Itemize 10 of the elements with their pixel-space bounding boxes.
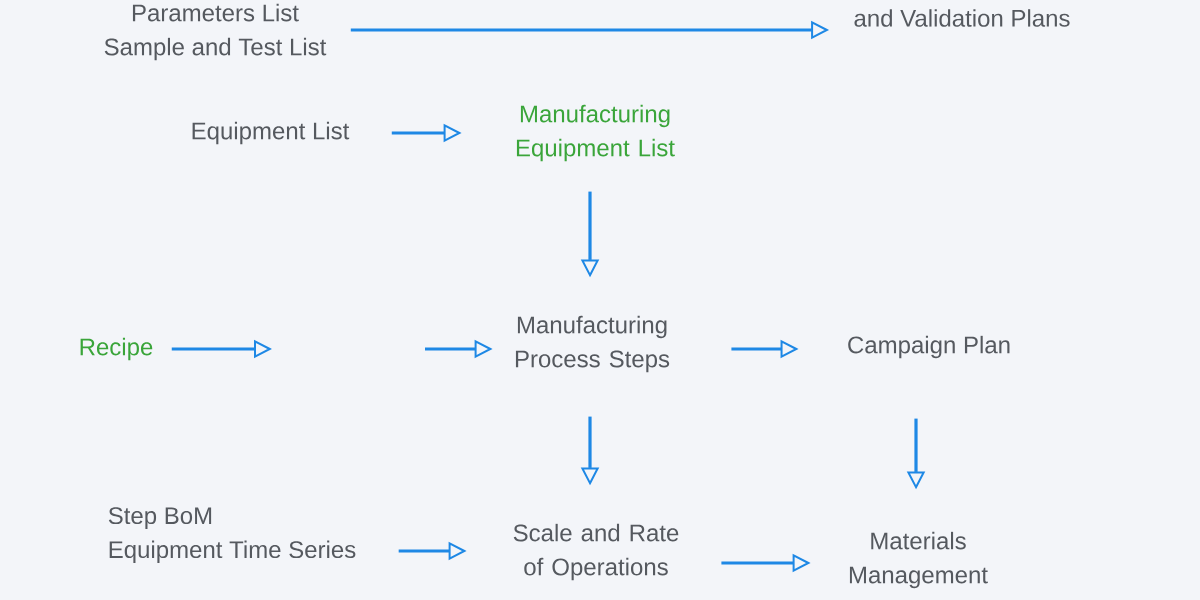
flow-text: Campaign Plan bbox=[848, 335, 1010, 359]
flow-text: Step BoM Equipment Time Series bbox=[108, 507, 356, 563]
flow-text: Equipment List bbox=[192, 121, 350, 145]
flow-text: and Validation Plans bbox=[854, 9, 1070, 27]
flow-text: Manufacturing Process Steps bbox=[515, 315, 670, 373]
flow-text: Recipe bbox=[80, 337, 153, 361]
flow-text: Parameters List Sample and Test List bbox=[104, 3, 327, 61]
flow-text: Materials Management bbox=[849, 531, 988, 589]
flow-text: Scale and Rate of Operations bbox=[513, 523, 679, 581]
flow-text: Manufacturing Equipment List bbox=[516, 104, 675, 162]
